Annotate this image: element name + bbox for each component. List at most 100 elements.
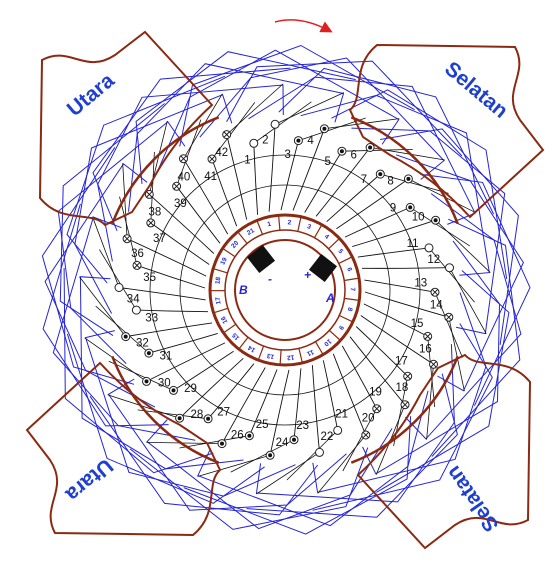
current-out-icon <box>406 176 411 181</box>
current-in-icon <box>404 373 411 380</box>
slot-41: 41 <box>204 154 217 183</box>
end-connection <box>248 369 278 436</box>
commutator-segment-label: 19 <box>219 256 229 266</box>
slot-30: 30 <box>142 376 171 389</box>
slot-34: 34 <box>114 283 140 305</box>
slot-20: 20 <box>361 412 375 440</box>
commutator-divider <box>328 237 340 250</box>
end-connection <box>148 332 218 354</box>
end-connection <box>336 178 409 230</box>
winding-coil <box>226 60 463 157</box>
winding-coil <box>179 44 415 147</box>
end-connection <box>107 394 180 419</box>
slot-label: 6 <box>350 149 356 161</box>
field-poles <box>25 30 545 550</box>
end-connection <box>122 163 128 239</box>
end-connection <box>298 117 366 141</box>
slot-27: 27 <box>203 406 230 424</box>
slot-42: 42 <box>215 130 232 159</box>
current-out-icon <box>433 218 438 223</box>
slot-label: 41 <box>204 171 217 183</box>
commutator-segment-label: 2 <box>287 219 291 226</box>
slot-7: 7 <box>361 169 385 186</box>
winding-coil <box>431 218 521 457</box>
end-connection <box>221 367 266 444</box>
winding-coil <box>183 416 412 535</box>
current-out-icon <box>206 416 211 421</box>
slot-21: 21 <box>333 409 348 435</box>
current-in-icon <box>124 235 131 242</box>
slot-label: 37 <box>153 233 166 245</box>
slot-label: 9 <box>390 202 396 214</box>
slot-label: 31 <box>160 351 173 363</box>
slot-label: 28 <box>191 409 204 421</box>
winding-coil <box>380 128 519 345</box>
slot-33: 33 <box>131 305 158 325</box>
slot-label: 26 <box>231 429 244 441</box>
slot-label: 29 <box>184 383 197 395</box>
commutator-divider <box>313 224 323 238</box>
current-out-icon <box>220 441 224 446</box>
end-connection <box>79 276 127 337</box>
end-connection <box>211 158 238 227</box>
slot-9: 9 <box>390 202 415 214</box>
end-connection <box>364 279 436 293</box>
end-connection <box>92 216 120 288</box>
slot-2: 2 <box>262 119 280 146</box>
current-in-icon <box>373 405 380 412</box>
current-out-icon <box>368 145 373 150</box>
winding-coil <box>246 373 458 518</box>
winding-coil <box>376 270 510 493</box>
slot-label: 12 <box>427 254 440 266</box>
winding-coil <box>362 240 501 475</box>
end-connection <box>226 83 284 135</box>
commutator-divider <box>238 336 249 350</box>
end-connection <box>427 336 436 408</box>
slot-label: 20 <box>362 412 375 424</box>
end-connection <box>253 143 259 215</box>
winding-coil <box>255 344 455 503</box>
winding-coil <box>146 419 393 530</box>
winding-coils <box>41 44 531 535</box>
slot-label: 13 <box>414 278 427 290</box>
end-connection <box>148 194 215 254</box>
slot-18: 18 <box>396 382 410 410</box>
end-connection <box>349 336 406 405</box>
slot-label: 11 <box>407 238 419 250</box>
end-connection <box>173 350 234 391</box>
end-connection <box>408 178 477 214</box>
winding-coil <box>66 75 226 284</box>
slot-label: 38 <box>149 206 162 218</box>
commutator-segment-label: 14 <box>247 344 257 354</box>
pole-face-arc <box>350 116 459 225</box>
end-connection <box>84 337 147 382</box>
slot-label: 2 <box>262 134 268 146</box>
end-connection <box>315 147 371 217</box>
end-connection <box>150 222 210 265</box>
slot-11: 11 <box>407 238 434 253</box>
end-connection <box>311 365 320 453</box>
current-in-icon <box>424 333 431 340</box>
end-connection <box>136 309 209 313</box>
current-out-icon <box>292 437 296 442</box>
current-in-icon <box>173 183 180 190</box>
winding-coil <box>97 84 284 262</box>
end-connection <box>332 353 367 436</box>
slot-24: 24 <box>265 437 289 460</box>
slot-13: 13 <box>414 278 440 297</box>
commutator-inner-ring <box>224 229 346 351</box>
end-connection <box>435 219 491 273</box>
current-out-icon <box>247 433 252 438</box>
commutator-divider <box>339 314 354 323</box>
commutator-divider <box>223 323 237 334</box>
current-in-icon <box>402 401 408 408</box>
end-connection <box>95 305 150 354</box>
winding-coil <box>107 378 347 511</box>
slot-marker-icon <box>249 138 259 148</box>
end-connection <box>293 368 302 440</box>
end-connection <box>292 128 325 211</box>
current-out-icon <box>144 379 149 384</box>
commutator-segment-label: 7 <box>349 287 356 291</box>
end-connection <box>360 315 434 365</box>
